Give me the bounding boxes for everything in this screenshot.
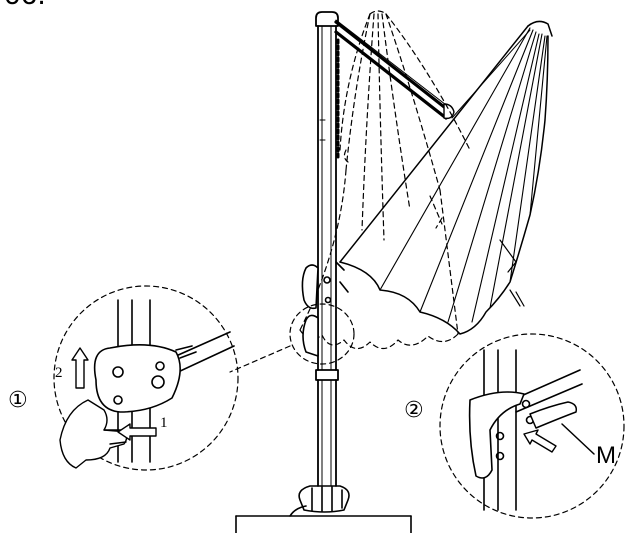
push-arrow-label: 1 bbox=[160, 415, 168, 431]
push-arrow-icon bbox=[117, 423, 157, 441]
step-two-marker: ② bbox=[404, 398, 424, 423]
hand-icon bbox=[59, 399, 129, 469]
base-plate-icon bbox=[235, 485, 412, 534]
crank-handle-icon bbox=[301, 261, 349, 357]
title-fragment: 06. bbox=[4, 0, 46, 10]
lift-arrow-label: 2 bbox=[55, 365, 63, 381]
lever-icon bbox=[529, 401, 595, 455]
part-m-label: M bbox=[596, 442, 616, 469]
lift-arrow-icon bbox=[71, 347, 89, 389]
push-arrow-icon-2 bbox=[523, 429, 557, 453]
canopy-icon bbox=[339, 20, 553, 335]
detail-two-icon bbox=[468, 349, 583, 511]
detail-callout-icon bbox=[53, 285, 625, 519]
ghost-canopy-icon bbox=[299, 10, 471, 350]
step-one-marker: ① bbox=[8, 388, 28, 413]
umbrella-pole-icon bbox=[315, 11, 339, 487]
